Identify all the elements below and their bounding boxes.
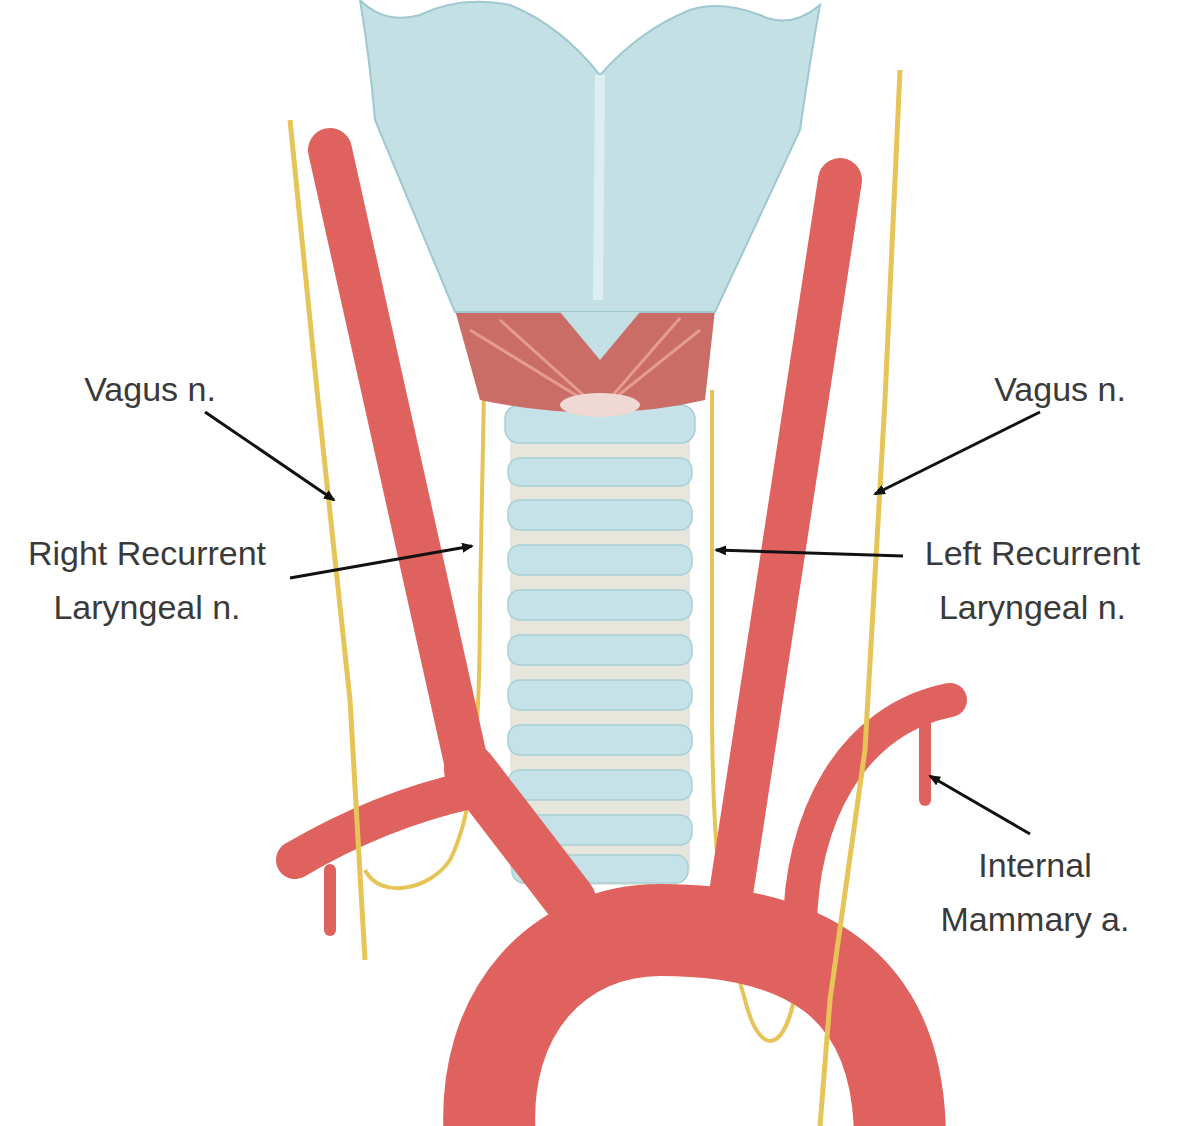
thyroid-cartilage <box>360 0 820 312</box>
left-vagus-nerve <box>820 70 900 1126</box>
nerve-label: Vagus n. <box>960 362 1160 416</box>
arteries <box>295 150 950 1126</box>
nerve-label: Left Recurrent Laryngeal n. <box>890 526 1175 635</box>
leader-lines <box>205 412 1040 834</box>
artery-label: Internal Mammary a. <box>910 838 1160 947</box>
right-vagus-nerve <box>290 120 365 960</box>
nerve-label: Right Recurrent Laryngeal n. <box>4 526 290 635</box>
nerve-label: Vagus n. <box>50 362 250 416</box>
